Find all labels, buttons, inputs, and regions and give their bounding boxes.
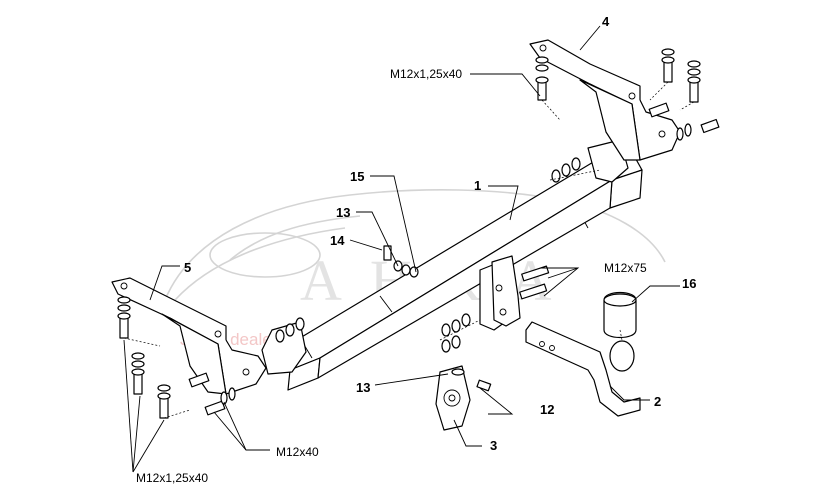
- callout-part-15: 15: [350, 169, 364, 184]
- callout-part-3: 3: [490, 438, 497, 453]
- socket-plate: [435, 365, 471, 431]
- bolt-label-lower-middle: M12x40: [276, 445, 319, 459]
- callout-part-16: 16: [682, 276, 696, 291]
- callout-part-12: 12: [540, 402, 554, 417]
- assembly-lines: [123, 81, 695, 419]
- callout-part-13-top: 13: [336, 205, 350, 220]
- bolt-label-lower-left: M12x1,25x40: [136, 471, 208, 485]
- fasteners: [117, 48, 720, 419]
- callouts: 4 1 15 13 14 5 13 16 2 12 3: [184, 14, 696, 453]
- left-bracket: [111, 277, 267, 395]
- callout-part-13-bottom: 13: [356, 380, 370, 395]
- ball-cover: [603, 291, 637, 339]
- ball-neck: [525, 321, 641, 417]
- callout-part-4: 4: [602, 14, 610, 29]
- bolt-label-hitch: M12x75: [604, 261, 647, 275]
- callout-part-2: 2: [654, 394, 661, 409]
- main-crossbar: [261, 139, 643, 391]
- right-bracket: [529, 39, 681, 161]
- bolt-label-top-right: M12x1,25x40: [390, 67, 462, 81]
- callout-part-1: 1: [474, 178, 481, 193]
- leader-lines: [123, 25, 680, 473]
- bolt-labels: M12x1,25x40 M12x75 M12x40 M12x1,25x40: [136, 67, 647, 485]
- callout-part-5: 5: [184, 260, 191, 275]
- callout-part-14: 14: [330, 233, 345, 248]
